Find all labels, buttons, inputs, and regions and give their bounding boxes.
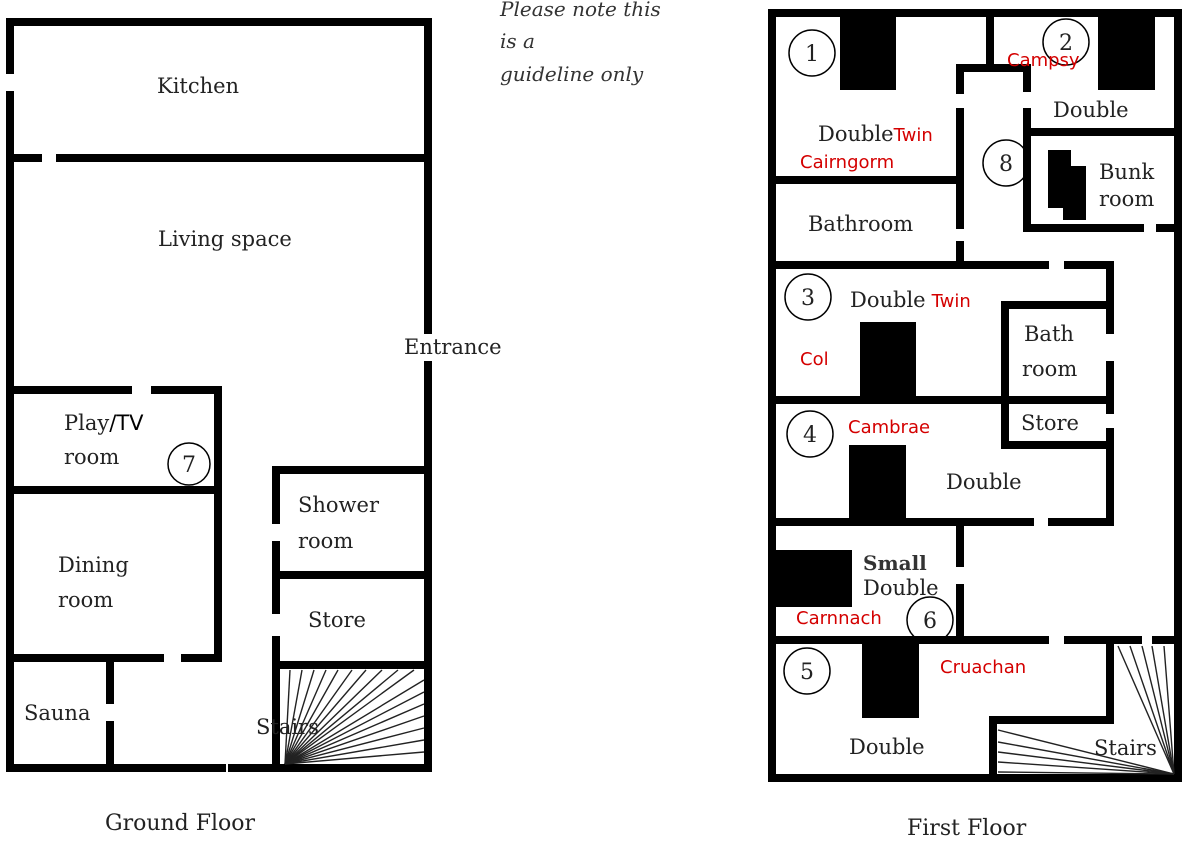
bunk-label: Bunk	[1099, 160, 1154, 184]
room-2-name: Campsy	[1007, 50, 1080, 71]
store-label: Store	[308, 608, 366, 632]
room-4-name: Cambrae	[848, 417, 930, 438]
note-line-3: guideline only	[500, 62, 644, 86]
room-2-number: 2	[1059, 31, 1073, 56]
stair-step-line	[284, 669, 303, 765]
stair-step-line	[284, 669, 327, 765]
room-1-type: DoubleTwin	[818, 122, 933, 146]
stair-step-line	[997, 741, 1175, 775]
stair-step-line	[284, 669, 339, 765]
room-8-marker	[982, 139, 1030, 187]
ground-stairs-steps	[284, 669, 425, 765]
room-7-number: 7	[182, 453, 196, 478]
stair-step-line	[1129, 645, 1175, 775]
stair-step-line	[997, 751, 1175, 775]
stair-step-line	[1151, 645, 1175, 775]
play-room-label: room	[64, 445, 119, 469]
stair-step-line	[997, 771, 1175, 775]
stairs-label-first: Stairs	[1094, 736, 1157, 760]
first-floor-plan: 1 DoubleTwin Cairngorm 2 Campsy Double 8…	[768, 9, 1182, 841]
note-line-2: is a	[500, 29, 535, 53]
stair-step-line	[284, 669, 353, 765]
bed-room-2	[1098, 13, 1155, 90]
room-3-annotation: Twin	[931, 291, 971, 312]
room-6-number: 6	[923, 609, 937, 634]
store-label-first: Store	[1021, 411, 1079, 435]
room-4-number: 4	[803, 423, 817, 448]
bed-room-1	[840, 13, 896, 90]
bath-label: Bath	[1024, 322, 1074, 346]
stair-step-line	[284, 751, 425, 765]
bath-room-label: room	[1022, 357, 1077, 381]
room-6-marker	[906, 596, 954, 644]
room-4-marker	[786, 410, 834, 458]
stair-step-line	[284, 715, 425, 765]
shower-label: Shower	[298, 493, 380, 517]
room-5-name: Cruachan	[940, 657, 1026, 678]
bunk-bed-2	[1063, 166, 1086, 220]
bunk-room-label: room	[1099, 187, 1154, 211]
stairs-label: Stairs	[256, 715, 319, 739]
bed-room-4	[849, 445, 906, 522]
room-3-marker	[784, 273, 832, 321]
ground-floor-plan: Kitchen Living space Entrance Play/TV ro…	[6, 18, 502, 836]
room-1-name: Cairngorm	[800, 152, 894, 173]
room-6-type-small: Small	[863, 551, 927, 575]
room-6-name: Carnnach	[796, 608, 882, 629]
shower-room-label: room	[298, 529, 353, 553]
living-space-label: Living space	[158, 227, 292, 251]
room-1-type-label: Double	[818, 122, 894, 146]
room-2-marker	[1042, 18, 1090, 66]
ground-floor-caption: Ground Floor	[105, 811, 256, 836]
stair-step-line	[997, 729, 1175, 775]
dining-room-label: room	[58, 588, 113, 612]
room-1-marker	[788, 29, 836, 77]
play-label: Play	[64, 411, 109, 435]
stair-step-line	[284, 669, 291, 765]
stair-step-line	[284, 669, 315, 765]
stair-step-line	[284, 727, 425, 765]
stair-step-line	[997, 761, 1175, 775]
room-5-number: 5	[800, 660, 814, 685]
stair-step-line	[284, 669, 383, 765]
stair-step-line	[284, 669, 415, 765]
room-2-type: Double	[1053, 98, 1129, 122]
bathroom-label: Bathroom	[808, 212, 913, 236]
guideline-note: Please note this is a guideline only	[499, 0, 661, 86]
stair-step-line	[284, 703, 425, 765]
stair-step-line	[1141, 645, 1175, 775]
kitchen-label: Kitchen	[157, 74, 239, 98]
stair-step-line	[1163, 645, 1175, 775]
stair-step-line	[284, 679, 425, 765]
stair-step-line	[284, 669, 399, 765]
room-3-name: Col	[800, 349, 829, 370]
bed-room-3	[860, 322, 916, 400]
sauna-label: Sauna	[24, 701, 90, 725]
first-stairs-steps	[997, 645, 1175, 775]
first-floor-caption: First Floor	[907, 816, 1027, 841]
stair-step-line	[1117, 645, 1175, 775]
room-1-annotation: Twin	[893, 125, 933, 146]
stair-step-line	[284, 739, 425, 765]
room-4-type: Double	[946, 470, 1022, 494]
ground-floor-walls	[6, 18, 432, 772]
bed-room-5	[862, 640, 919, 718]
room-5-type: Double	[849, 735, 925, 759]
tv-label: /TV	[109, 411, 144, 435]
play-tv-label: Play/TV	[64, 411, 144, 435]
entrance-label: Entrance	[404, 335, 502, 359]
room-3-number: 3	[801, 286, 815, 311]
room-5-marker	[783, 647, 831, 695]
room-3-type-label: Double	[850, 288, 926, 312]
room-7-marker	[167, 442, 211, 486]
room-1-number: 1	[805, 42, 819, 67]
note-line-1: Please note this	[499, 0, 661, 21]
stair-step-line	[284, 669, 367, 765]
room-8-number: 8	[999, 152, 1013, 177]
bed-room-6	[772, 550, 852, 607]
room-6-type-double: Double	[863, 576, 939, 600]
stair-step-line	[284, 691, 425, 765]
dining-label: Dining	[58, 553, 129, 577]
